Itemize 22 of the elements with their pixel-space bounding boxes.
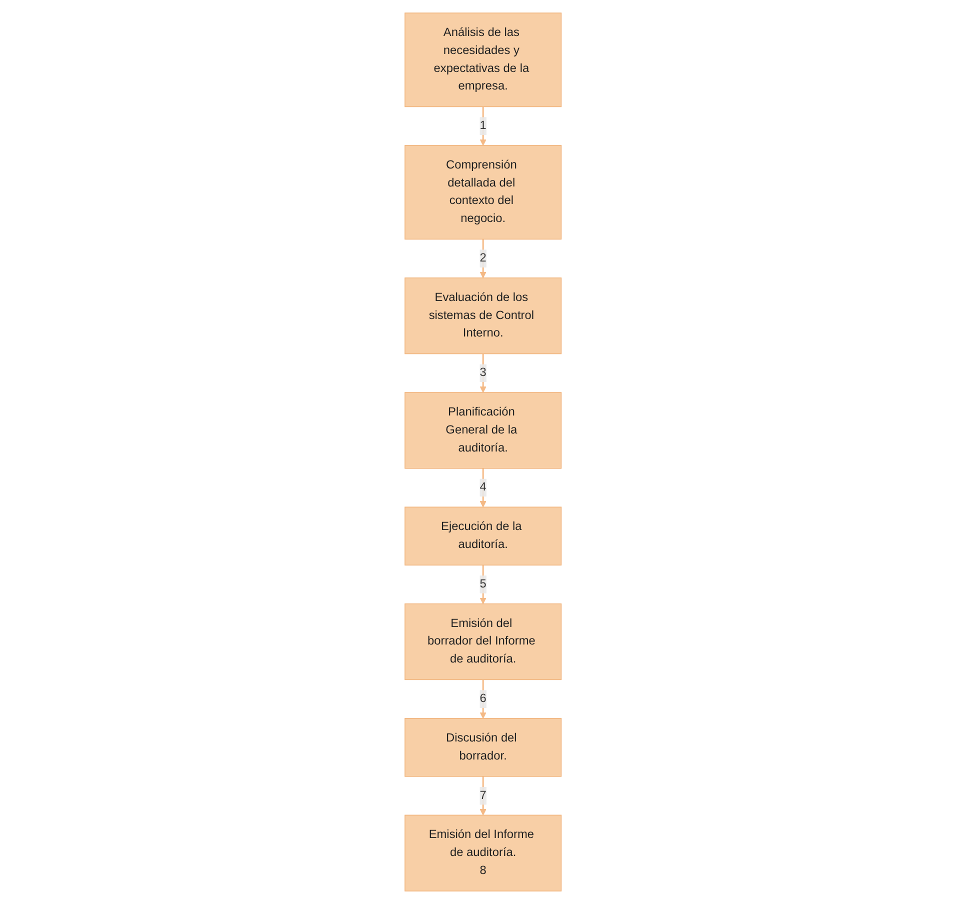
node-box: Planificación General de la auditoría. [404, 392, 562, 468]
node-box: Evaluación de los sistemas de Control Interno. [404, 277, 562, 354]
node-box: Comprensión detallada del contexto del negocio. [404, 144, 562, 240]
arrow [480, 238, 486, 278]
arrow [480, 564, 486, 604]
node-box: Discusión del borrador. [404, 718, 562, 776]
edge-label: 7 [480, 788, 486, 802]
arrow [480, 468, 486, 507]
edge-label: 5 [480, 577, 486, 590]
edge-label: 2 [480, 251, 486, 264]
node-box: Emisión del borrador del Informe de auditoría. [404, 602, 562, 680]
arrow [480, 776, 486, 815]
edge-label: 3 [480, 366, 486, 379]
arrow [480, 679, 486, 718]
edge-label: 6 [480, 692, 486, 704]
arrow [480, 106, 486, 146]
node-box: Emisión del Informe de auditoría. 8 [404, 814, 562, 891]
node-box: Ejecución de la auditoría. [404, 506, 562, 565]
edge-label: 4 [480, 480, 486, 494]
arrow [480, 353, 486, 392]
edge-label: 1 [480, 118, 486, 132]
node-box: Análisis de las necesidades y expectativas de la empresa. [404, 12, 562, 107]
